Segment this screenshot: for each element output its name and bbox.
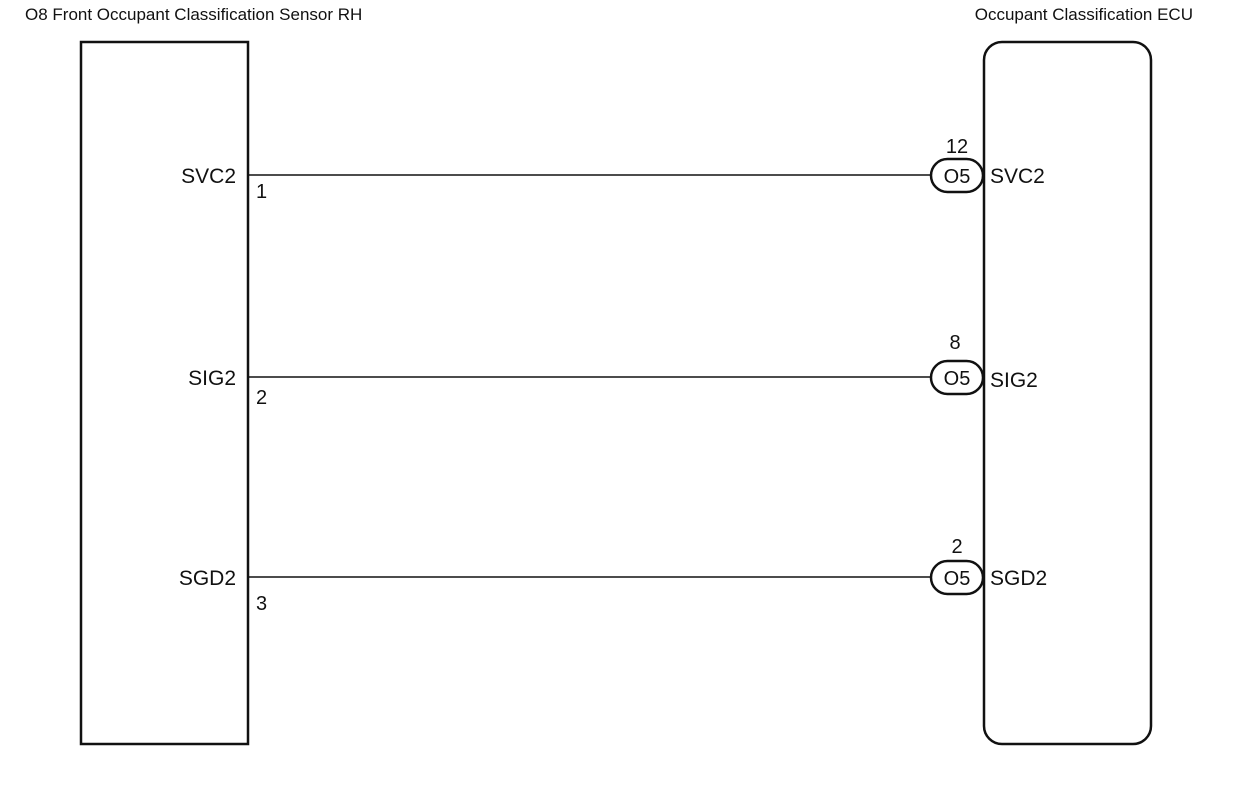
connector-oval [929, 157, 985, 194]
left-pin-number: 1 [256, 181, 267, 203]
right-pin-number: 8 [949, 332, 960, 354]
left-pin-number: 3 [256, 593, 267, 615]
left-pin-number: 2 [256, 387, 267, 409]
right-pin-name: SIG2 [990, 369, 1038, 392]
wire-sig2: SIG2 2 8 O5 SIG2 [188, 332, 1038, 409]
left-pin-name: SVC2 [181, 165, 236, 188]
right-pin-number: 12 [946, 136, 968, 158]
right-component-title: Occupant Classification ECU [975, 5, 1193, 24]
connector-oval [929, 359, 985, 396]
left-component-title: O8 Front Occupant Classification Sensor … [25, 5, 362, 24]
connector-label: O5 [944, 568, 971, 590]
connector-oval [929, 559, 985, 596]
left-pin-name: SIG2 [188, 367, 236, 390]
connector-label: O5 [944, 368, 971, 390]
connector-label: O5 [944, 166, 971, 188]
occupant-ecu-box [982, 40, 1153, 746]
right-pin-name: SVC2 [990, 165, 1045, 188]
left-pin-name: SGD2 [179, 567, 236, 590]
right-pin-name: SGD2 [990, 567, 1047, 590]
front-occupant-sensor-box [79, 40, 250, 746]
wire-svc2: SVC2 1 12 O5 SVC2 [181, 136, 1045, 203]
wire-sgd2: SGD2 3 2 O5 SGD2 [179, 536, 1047, 615]
right-pin-number: 2 [951, 536, 962, 558]
